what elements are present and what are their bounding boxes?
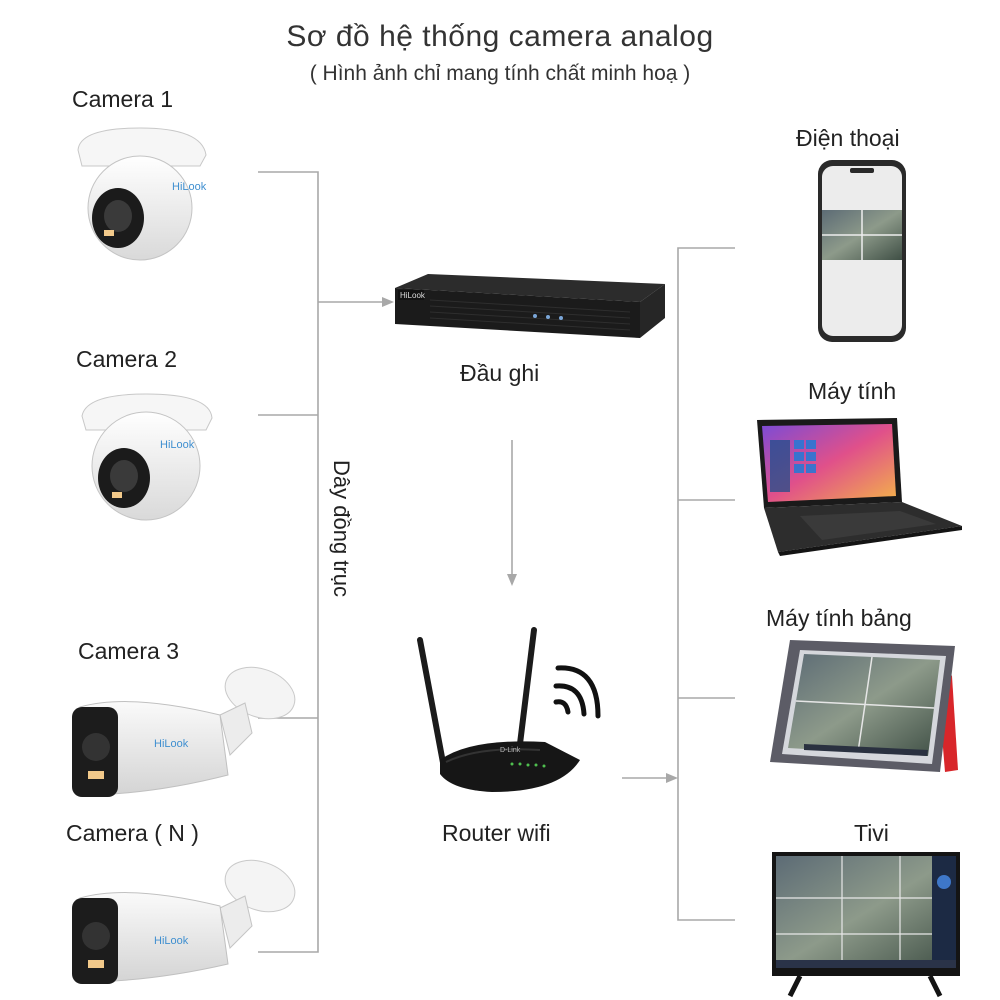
phone-label: Điện thoại <box>796 125 900 151</box>
diagram-title: Sơ đồ hệ thống camera analog <box>286 20 714 53</box>
connection-lines <box>258 171 735 953</box>
camera-2-dome-icon: HiLook <box>81 393 213 521</box>
computer-label: Máy tính <box>808 378 897 404</box>
svg-text:HiLook: HiLook <box>400 291 426 300</box>
arrow-to-devices <box>666 773 678 783</box>
diagram-subtitle: ( Hình ảnh chỉ mang tính chất minh hoạ ) <box>309 62 691 85</box>
svg-text:HiLook: HiLook <box>154 935 189 947</box>
camera-bus-line <box>258 171 319 953</box>
camera-1-label: Camera 1 <box>72 86 173 112</box>
router-label: Router wifi <box>442 820 551 846</box>
tablet-label: Máy tính bảng <box>766 605 912 631</box>
arrow-to-router <box>507 574 517 586</box>
smartphone-icon <box>818 160 906 342</box>
tv-label: Tivi <box>854 820 889 846</box>
wifi-signal-icon <box>553 665 601 719</box>
arrow-heads <box>382 297 678 783</box>
svg-text:D-Link: D-Link <box>500 747 521 754</box>
tv-icon <box>772 852 960 998</box>
laptop-icon <box>757 418 962 556</box>
device-bus-line <box>677 247 735 921</box>
camera-3-bullet-icon: HiLook <box>72 666 296 797</box>
svg-text:HiLook: HiLook <box>160 439 195 451</box>
camera-3-label: Camera 3 <box>78 638 179 664</box>
camera-2-label: Camera 2 <box>76 346 177 372</box>
svg-text:HiLook: HiLook <box>172 181 207 193</box>
camera-1-dome-icon: HiLook <box>77 127 207 261</box>
arrow-to-recorder <box>382 297 394 307</box>
router-wifi-icon: D-Link <box>417 627 580 792</box>
recorder-label: Đầu ghi <box>460 360 540 386</box>
svg-text:HiLook: HiLook <box>154 738 189 750</box>
camera-n-label: Camera ( N ) <box>66 820 199 846</box>
tablet-icon <box>770 640 958 772</box>
camera-n-bullet-icon: HiLook <box>72 859 296 984</box>
recorder-dvr-icon: HiLook <box>395 274 665 338</box>
